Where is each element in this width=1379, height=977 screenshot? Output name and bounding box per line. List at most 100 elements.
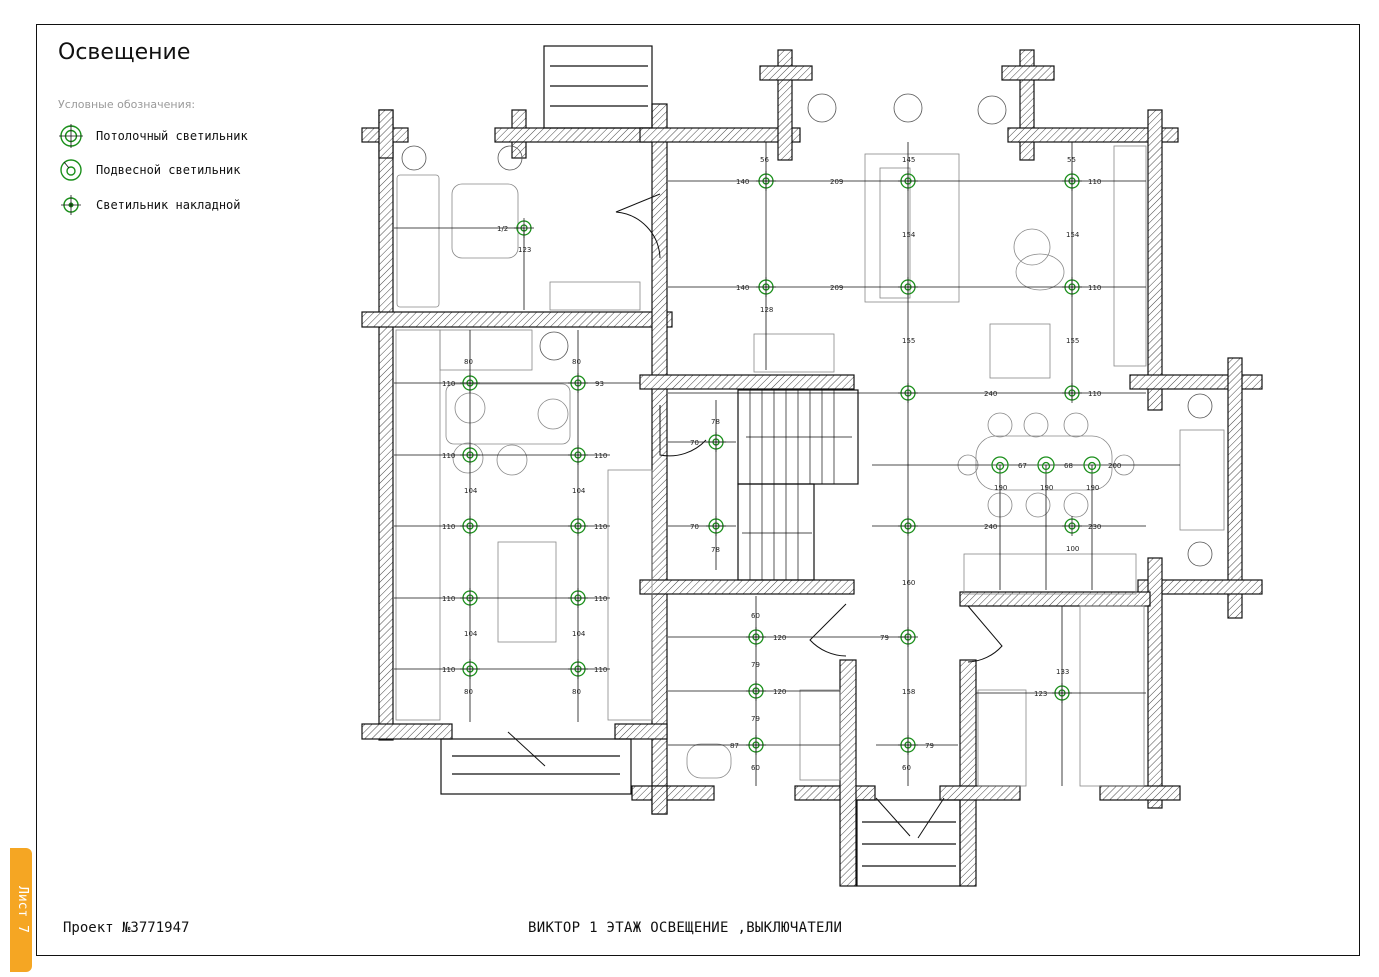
dim-label: 60 [751, 764, 760, 772]
ceiling-light-icon [1061, 515, 1083, 537]
ceiling-light-icon [745, 680, 767, 702]
dim-label: 68 [1064, 462, 1073, 470]
dim-label: 230 [1088, 523, 1101, 531]
ceiling-light-icon [59, 124, 83, 148]
pendant-light-icon [1037, 456, 1055, 474]
ceiling-light-icon [567, 444, 589, 466]
dim-label: 190 [994, 484, 1007, 492]
pendant-lights [991, 456, 1101, 474]
dim-label: 133 [1056, 668, 1069, 676]
legend-caption: Условные обозначения: [58, 98, 196, 111]
ceiling-light-icon [755, 276, 777, 298]
dim-label: 80 [572, 358, 581, 366]
dim-label: 60 [751, 612, 760, 620]
dim-label: 70 [690, 523, 699, 531]
dim-label: 104 [572, 487, 586, 495]
dim-label: 110 [442, 523, 455, 531]
ceiling-light-icon [567, 587, 589, 609]
plants [401, 93, 1213, 567]
dim-label: 154 [1066, 231, 1080, 239]
drawing-sheet [36, 24, 1360, 956]
page-title: Освещение [58, 40, 191, 65]
dim-label: 200 [1108, 462, 1121, 470]
dim-label: 79 [925, 742, 934, 750]
legend-item-surface: Светильник накладной [58, 192, 241, 218]
dim-label: 110 [1088, 178, 1101, 186]
ceiling-light-icon [745, 734, 767, 756]
dim-label: 110 [594, 666, 607, 674]
dim-label: 104 [464, 487, 478, 495]
dim-label: 120 [773, 688, 786, 696]
legend-label: Потолочный светильник [96, 129, 248, 143]
dim-label: 80 [464, 688, 473, 696]
dim-label: 87 [730, 742, 739, 750]
dim-label: 1/2 [497, 225, 508, 233]
walls [361, 49, 1263, 887]
legend-label: Светильник накладной [96, 198, 241, 212]
dim-label: 110 [442, 595, 455, 603]
dim-label: 79 [751, 715, 760, 723]
dim-label: 55 [1067, 156, 1076, 164]
pendant-light-icon [60, 159, 82, 181]
dim-label: 155 [902, 337, 915, 345]
pendant-light-icon [991, 456, 1009, 474]
dimension-labels: 56 140 209 145 55 110 1/2 123 154 154 14… [442, 156, 1121, 772]
dim-label: 79 [751, 661, 760, 669]
dim-label: 110 [594, 595, 607, 603]
ceiling-light-icon [1061, 382, 1083, 404]
dim-label: 240 [984, 523, 997, 531]
top-stairs [440, 45, 961, 887]
ceiling-light-icon [459, 444, 481, 466]
dim-label: 110 [442, 380, 455, 388]
dim-label: 209 [830, 284, 843, 292]
legend-label: Подвесной светильник [96, 163, 241, 177]
dim-label: 100 [1066, 545, 1079, 553]
dim-label: 145 [902, 156, 915, 164]
ceiling-light-icon [897, 734, 919, 756]
ceiling-light-icon [755, 170, 777, 192]
ceiling-light-icon [513, 217, 535, 239]
dim-label: 190 [1086, 484, 1099, 492]
dim-label: 140 [736, 284, 749, 292]
dim-label: 78 [711, 418, 720, 426]
dim-label: 60 [902, 764, 911, 772]
dim-label: 155 [1066, 337, 1079, 345]
ceiling-light-icon [459, 515, 481, 537]
ceiling-light-icon [567, 515, 589, 537]
ceiling-light-icon [705, 515, 727, 537]
ceiling-light-icon [897, 626, 919, 648]
dim-label: 78 [711, 546, 720, 554]
ceiling-light-icon [459, 658, 481, 680]
dim-label: 80 [464, 358, 473, 366]
dim-label: 110 [442, 452, 455, 460]
pendant-light-icon [1083, 456, 1101, 474]
doors [507, 193, 1003, 839]
ceiling-light-icon [897, 170, 919, 192]
sheet-title: ВИКТОР 1 ЭТАЖ ОСВЕЩЕНИЕ ,ВЫКЛЮЧАТЕЛИ [528, 920, 843, 936]
dim-label: 93 [595, 380, 604, 388]
dim-label: 56 [760, 156, 769, 164]
ceiling-lights [459, 170, 1083, 756]
dim-label: 128 [760, 306, 773, 314]
ceiling-light-icon [567, 372, 589, 394]
sheet-tab: Лист 7 [10, 848, 32, 972]
dim-label: 123 [518, 246, 531, 254]
dim-label: 123 [1034, 690, 1047, 698]
dim-label: 160 [902, 579, 915, 587]
dim-label: 190 [1040, 484, 1053, 492]
dim-label: 79 [880, 634, 889, 642]
dim-label: 154 [902, 231, 916, 239]
dim-label: 67 [1018, 462, 1027, 470]
project-number: Проект №3771947 [63, 920, 190, 936]
ceiling-light-icon [745, 626, 767, 648]
ceiling-light-icon [705, 431, 727, 453]
dim-label: 110 [1088, 390, 1101, 398]
dim-label: 70 [690, 439, 699, 447]
surface-light-icon [61, 195, 81, 215]
ceiling-light-icon [459, 372, 481, 394]
ceiling-light-icon [897, 382, 919, 404]
ceiling-light-icon [1061, 170, 1083, 192]
ceiling-light-icon [567, 658, 589, 680]
dim-label: 110 [442, 666, 455, 674]
